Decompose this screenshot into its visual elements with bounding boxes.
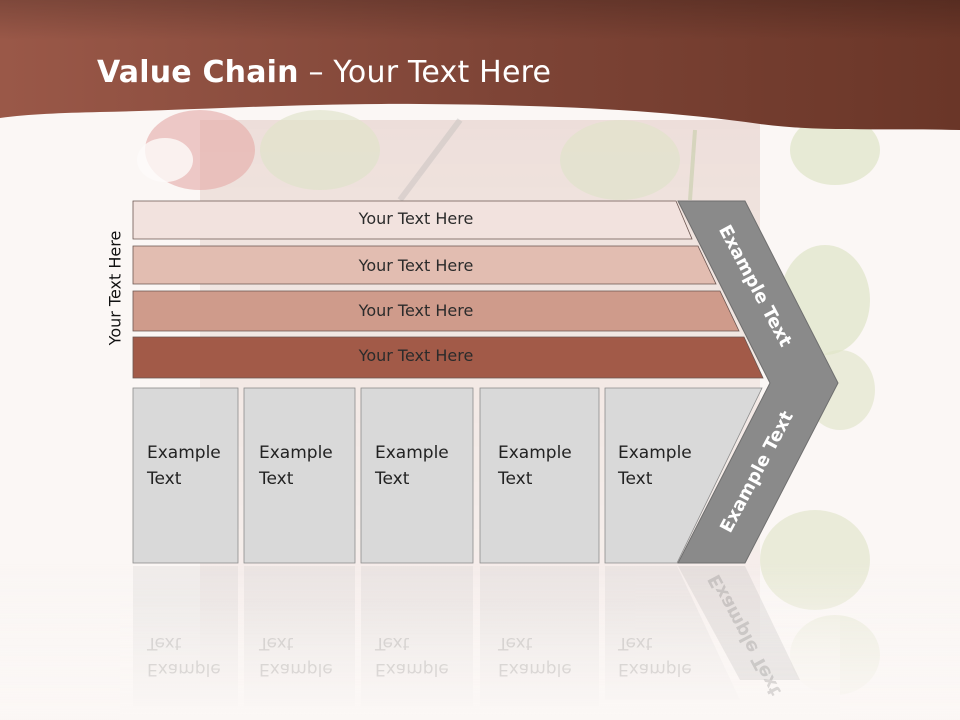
box-2-reflection-line1: Example bbox=[259, 659, 333, 679]
box-1-reflection: Example Text bbox=[147, 630, 221, 682]
page-title: Value Chain – Your Text Here bbox=[97, 55, 551, 90]
bar-4 bbox=[132, 336, 764, 379]
box-1 bbox=[132, 387, 239, 564]
box-3-label: Example Text bbox=[375, 440, 449, 492]
side-label: Your Text Here bbox=[105, 230, 125, 346]
box-5-reflection: Example Text bbox=[618, 630, 692, 682]
title-bold: Value Chain bbox=[97, 55, 299, 90]
box-4-reflection-line2: Text bbox=[498, 633, 533, 653]
bar-3 bbox=[132, 290, 740, 332]
box-2-line1: Example bbox=[259, 443, 333, 463]
box-3 bbox=[360, 387, 474, 564]
box-4 bbox=[479, 387, 600, 564]
bar-3-label: Your Text Here bbox=[358, 301, 474, 320]
box-2-line2: Text bbox=[259, 469, 294, 489]
box-1-line1: Example bbox=[147, 443, 221, 463]
box-3-reflection-line2: Text bbox=[375, 633, 410, 653]
bar-2 bbox=[132, 245, 717, 285]
box-1-label: Example Text bbox=[147, 440, 221, 492]
box-3-reflection: Example Text bbox=[375, 630, 449, 682]
box-5-reflection-line1: Example bbox=[618, 659, 692, 679]
bar-1 bbox=[132, 200, 693, 240]
box-5-line1: Example bbox=[618, 443, 692, 463]
box-5-reflection-line2: Text bbox=[618, 633, 653, 653]
box-5-label: Example Text bbox=[618, 440, 692, 492]
box-2-reflection-line2: Text bbox=[259, 633, 294, 653]
box-2 bbox=[243, 387, 356, 564]
box-4-reflection: Example Text bbox=[498, 630, 572, 682]
box-4-label: Example Text bbox=[498, 440, 572, 492]
box-2-label: Example Text bbox=[259, 440, 333, 492]
box-5 bbox=[604, 387, 763, 564]
box-5-line2: Text bbox=[618, 469, 653, 489]
box-3-line2: Text bbox=[375, 469, 410, 489]
bar-4-label: Your Text Here bbox=[358, 346, 474, 365]
box-1-reflection-line1: Example bbox=[147, 659, 221, 679]
box-3-reflection-line1: Example bbox=[375, 659, 449, 679]
bar-2-label: Your Text Here bbox=[358, 256, 474, 275]
box-3-line1: Example bbox=[375, 443, 449, 463]
chevron-arrow bbox=[677, 200, 839, 564]
box-4-reflection-line1: Example bbox=[498, 659, 572, 679]
box-4-line2: Text bbox=[498, 469, 533, 489]
box-2-reflection: Example Text bbox=[259, 630, 333, 682]
title-rest: – Your Text Here bbox=[298, 55, 552, 90]
box-1-line2: Text bbox=[147, 469, 182, 489]
box-4-line1: Example bbox=[498, 443, 572, 463]
bar-1-label: Your Text Here bbox=[358, 209, 474, 228]
box-1-reflection-line2: Text bbox=[147, 633, 182, 653]
